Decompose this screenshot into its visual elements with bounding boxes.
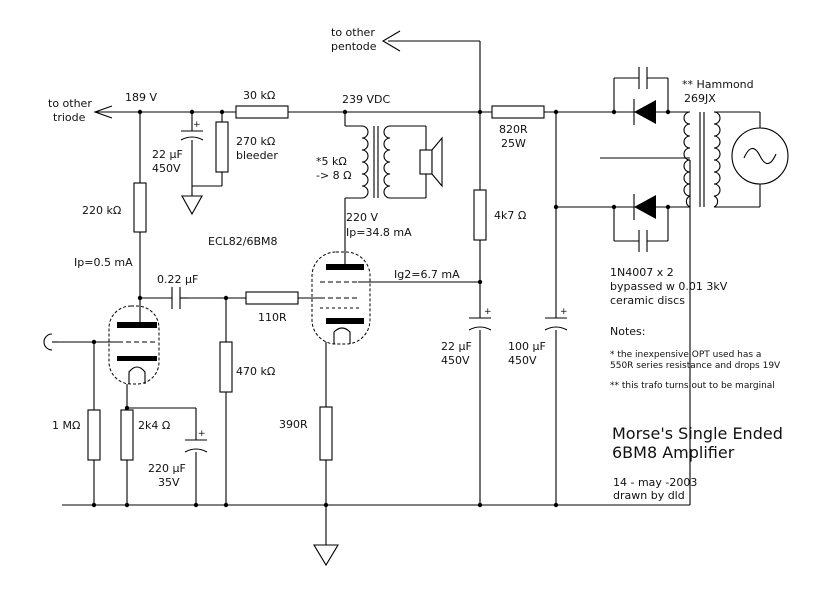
label-220uf-2: 35V [158,476,180,489]
junctions [91,109,671,508]
label-bleeder-2: bleeder [236,149,278,162]
capacitor-100uf-icon: + [544,307,568,331]
capacitor-22uf-b-icon: + [468,307,492,331]
label-022uf: 0.22 µF [157,273,198,286]
label-to-triode-2: triode [53,111,86,124]
svg-text:+: + [484,307,492,317]
resistor-470k [219,341,233,393]
label-820r-1: 820R [499,123,528,136]
label-diodes-1: 1N4007 x 2 [610,266,674,279]
label-to-pentode-2: pentode [331,40,377,53]
ac-source-icon [731,127,789,185]
arrow-to-triode-icon [93,105,113,119]
input-jack-icon [43,333,57,351]
resistor-30k [235,105,289,119]
resistor-110r [245,291,299,305]
label-hammond-1: ** Hammond [682,78,754,91]
note-2: ** this trafo turns out to be marginal [610,381,775,391]
label-220uf-1: 220 µF [148,462,186,475]
capacitor-220uf-icon: + [184,429,208,453]
label-470k: 470 kΩ [236,365,275,378]
label-to-triode-1: to other [48,97,92,110]
speaker-icon [419,136,443,188]
label-ip-pentode: Ip=34.8 mA [346,226,412,239]
label-opt-1: *5 kΩ [316,155,347,168]
resistor-4k7 [473,189,487,241]
resistor-220k [133,182,147,233]
svg-text:+: + [560,307,568,317]
output-transformer-icon [361,125,427,199]
triode-tube-icon [108,305,160,385]
label-22uf-a-1: 22 µF [152,148,183,161]
label-tube-type: ECL82/6BM8 [208,235,278,248]
label-390r: 390R [279,418,308,431]
label-22uf-b-2: 450V [441,354,470,367]
node-189v: 189 V [125,91,157,104]
label-opt-2: -> 8 Ω [316,169,352,182]
diode-top-icon [633,99,656,125]
note-1-line-1: * the inexpensive OPT used has a [610,350,761,360]
pentode-tube-icon [311,251,371,345]
ground-main-icon [313,544,339,567]
resistor-390r [319,406,333,461]
title-line-2: 6BM8 Amplifier [612,443,735,462]
label-ip-triode: Ip=0.5 mA [74,256,133,269]
title-date: 14 - may -2003 [613,476,697,489]
capacitor-22uf-a-icon: + [180,120,204,141]
label-110r: 110R [258,311,287,324]
labels: to other pentode to other triode 189 V 3… [48,26,783,502]
label-220k: 220 kΩ [82,204,121,217]
title-author: drawn by dld [613,489,685,502]
label-100uf-1: 100 µF [508,340,546,353]
resistor-820r [491,105,545,119]
label-bleeder-1: 270 kΩ [236,135,275,148]
label-1m: 1 MΩ [52,419,80,432]
resistor-1m [87,409,101,461]
label-hammond-2: 269JX [684,92,716,105]
label-diodes-2: bypassed w 0.01 3kV [610,280,728,293]
bypass-capacitor-bottom-icon [638,230,648,252]
node-239vdc: 239 VDC [342,93,390,106]
power-transformer-icon [683,111,721,208]
note-1-line-2: 550R series resistance and drops 19V [610,361,781,371]
bypass-capacitor-top-icon [638,67,648,89]
label-100uf-2: 450V [508,354,537,367]
label-22uf-b-1: 22 µF [441,340,472,353]
label-2k4: 2k4 Ω [138,419,170,432]
diode-bottom-icon [633,194,656,220]
label-22uf-a-2: 450V [152,162,181,175]
label-to-pentode-1: to other [331,26,375,39]
resistor-2k4 [120,409,134,461]
label-ig2: Ig2=6.7 mA [394,268,460,281]
ground-icon [181,195,203,216]
label-4k7: 4k7 Ω [494,209,526,222]
label-220v: 220 V [346,211,378,224]
title-line-1: Morse's Single Ended [612,424,783,443]
label-diodes-3: ceramic discs [610,294,685,307]
notes-heading: Notes: [610,325,645,338]
capacitor-022uf-icon [171,287,188,309]
label-30k: 30 kΩ [243,89,275,102]
svg-text:+: + [193,120,201,130]
arrow-to-pentode-icon [381,30,401,52]
svg-text:+: + [198,429,206,439]
label-820r-2: 25W [501,137,526,150]
resistor-bleeder [215,121,229,173]
